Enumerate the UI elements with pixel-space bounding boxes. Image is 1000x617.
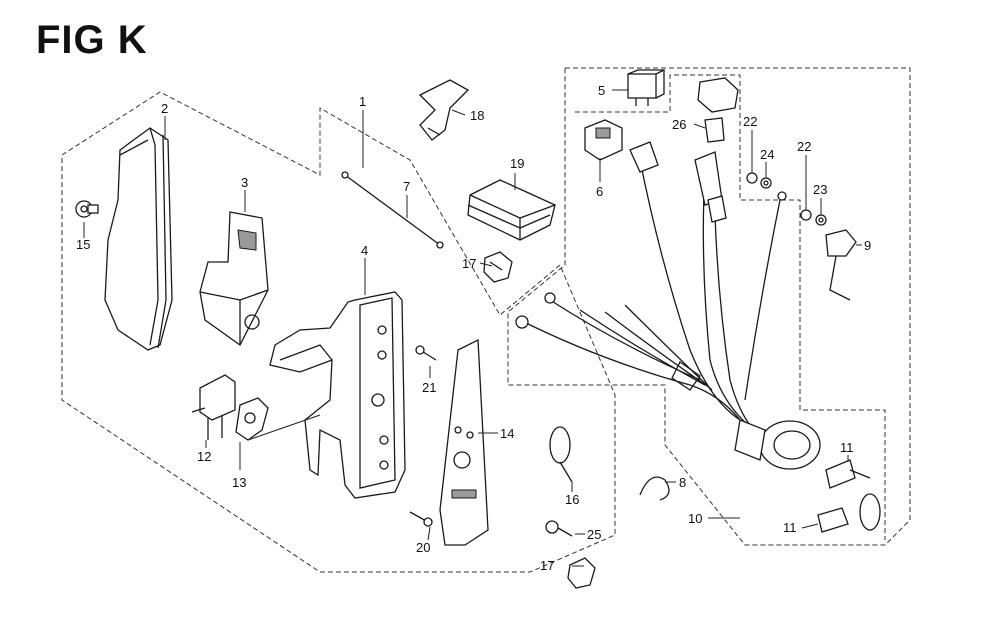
group-outline-left [61, 91, 616, 573]
callout-14: 14 [500, 426, 514, 441]
callout-13: 13 [232, 475, 246, 490]
callout-11a: 11 [840, 440, 854, 455]
callout-10: 10 [688, 511, 702, 526]
figure-title: FIG K [36, 18, 148, 62]
callout-17a: 17 [462, 256, 476, 271]
part-18-clip [418, 79, 470, 141]
part-17-clamp-lower [567, 557, 596, 589]
part-8-clamp [639, 476, 670, 501]
part-24-washer [760, 177, 772, 189]
callout-9: 9 [864, 238, 871, 253]
callout-4: 4 [361, 243, 368, 258]
part-11-key-a [825, 459, 871, 489]
part-11-key-b [817, 493, 881, 533]
part-15-bolt [75, 200, 99, 218]
callout-23: 23 [813, 182, 827, 197]
part-5-relay [627, 68, 665, 106]
part-10-wire-harness [515, 141, 821, 470]
part-13-breaker [235, 397, 321, 441]
callout-19: 19 [510, 156, 524, 171]
part-6-fuse-holder [584, 119, 623, 161]
part-20-screw [409, 511, 433, 527]
callout-11b: 11 [783, 520, 797, 535]
callout-1: 1 [359, 94, 366, 109]
part-4-control-panel [269, 291, 406, 499]
part-17-clamp-upper [483, 251, 513, 283]
part-26-fuse [697, 77, 739, 143]
part-14-label-plate [439, 338, 489, 546]
part-3-bracket [199, 211, 269, 346]
part-16-tie-band [549, 426, 573, 483]
part-7-rod [341, 171, 444, 249]
callout-25: 25 [587, 527, 601, 542]
callout-15: 15 [76, 237, 90, 252]
group-outline-right [507, 67, 911, 546]
part-21-screw [415, 345, 437, 361]
part-2-control-box-cover [104, 127, 173, 351]
callout-7: 7 [403, 179, 410, 194]
callout-20: 20 [416, 540, 430, 555]
callout-8: 8 [679, 475, 686, 490]
callout-18: 18 [470, 108, 484, 123]
group-outline-inner [575, 74, 886, 540]
callout-3: 3 [241, 175, 248, 190]
part-19-block [467, 179, 556, 241]
part-22-nut-a [746, 172, 758, 184]
callout-21: 21 [422, 380, 436, 395]
callout-12: 12 [197, 449, 211, 464]
leader-lines [83, 89, 862, 567]
callout-6: 6 [596, 184, 603, 199]
callout-22a: 22 [743, 114, 757, 129]
callout-26: 26 [672, 117, 686, 132]
callout-2: 2 [161, 101, 168, 116]
callout-17b: 17 [540, 558, 554, 573]
callout-5: 5 [598, 83, 605, 98]
callout-16: 16 [565, 492, 579, 507]
part-12-switch [191, 374, 236, 440]
part-23-washer [815, 214, 827, 226]
part-22-nut-b [800, 209, 812, 221]
part-9-diode [825, 229, 857, 301]
part-25-screw [545, 520, 573, 537]
callout-22b: 22 [797, 139, 811, 154]
callout-24: 24 [760, 147, 774, 162]
